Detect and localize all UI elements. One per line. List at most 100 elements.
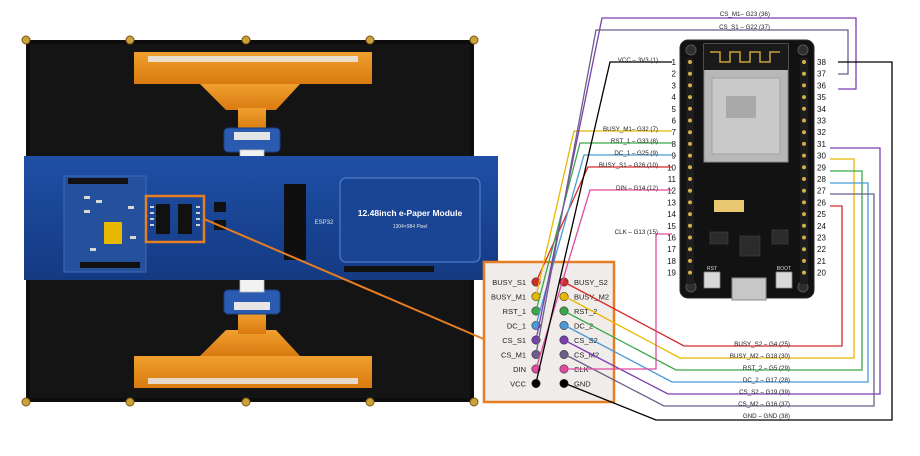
wire [563, 193, 875, 407]
rst-button [703, 271, 721, 289]
esp32-pin [802, 258, 806, 263]
esp32-pin [802, 270, 806, 275]
esp32-pin-headers [688, 60, 806, 275]
esp32-pin [688, 235, 692, 240]
esp32-pin [802, 95, 806, 100]
esp32-pin [802, 188, 806, 193]
connector-pin-label: BUSY_S2 [574, 278, 608, 287]
esp32-pin [688, 165, 692, 170]
esp32-pin [802, 247, 806, 252]
esp32-pin [688, 118, 692, 123]
wire [535, 142, 672, 312]
wire-label: DC_2 – G17 (28) [743, 377, 790, 384]
zoom-pointer-line [203, 218, 487, 341]
wire-label: RST_1 – G33 (8) [611, 138, 658, 145]
wire [535, 17, 857, 341]
esp32-pin-number: 17 [667, 245, 676, 254]
connector-pin-dot [531, 378, 541, 388]
esp32-pin-number: 29 [817, 163, 826, 172]
standoff-screws [21, 35, 479, 407]
esp32-pin-number: 10 [667, 163, 676, 172]
esp32-pin [802, 71, 806, 76]
connector-pin-label: RST_1 [503, 307, 526, 316]
wire-label: BUSY_M1– G32 (7) [603, 126, 658, 133]
esp32-pin-number: 5 [672, 105, 677, 114]
esp32-pin-number: 18 [667, 257, 676, 266]
esp32-pin-number: 31 [817, 140, 826, 149]
esp32-pin-number: 14 [667, 210, 676, 219]
boot-button [775, 271, 793, 289]
esp32-pin [688, 83, 692, 88]
wire-label: BUSY_S2 – G4 (25) [734, 341, 790, 348]
esp32-pin [802, 212, 806, 217]
esp32-pin [688, 60, 692, 64]
wire-label: CS_M2 – G16 (37) [738, 401, 790, 408]
esp32-pin [688, 106, 692, 111]
esp32-pin [802, 106, 806, 111]
wire [535, 130, 672, 297]
esp32-pin [688, 223, 692, 228]
esp32-pin [688, 71, 692, 76]
esp32-pin [802, 223, 806, 228]
esp32-pin-number: 24 [817, 222, 826, 231]
esp32-pin-number: 21 [817, 257, 826, 266]
esp32-pin [688, 247, 692, 252]
module-title: 12.48inch e-Paper Module [358, 208, 463, 218]
wire-label: CS_S1 – G22 (37) [719, 24, 770, 31]
bottom-fpc-ribbon [134, 312, 372, 388]
wire [535, 189, 672, 370]
wire [535, 29, 849, 355]
connector-pin-label: BUSY_S1 [492, 278, 526, 287]
esp32-pin-number: 11 [668, 175, 677, 184]
wire [563, 147, 881, 395]
wire-label: CS_M1– G23 (36) [720, 11, 770, 18]
connector-pin-label: CS_M1 [501, 351, 526, 360]
wire-label: VCC – 3V3 (1) [618, 57, 658, 64]
connector-pin-label: VCC [510, 380, 526, 389]
wire [535, 61, 672, 384]
esp32-pin-number: 16 [667, 234, 676, 243]
esp32-pin [802, 200, 806, 205]
esp32-pin [688, 130, 692, 135]
wire-label: CS_S2 – G19 (39) [739, 389, 790, 396]
esp32-pin [688, 95, 692, 100]
esp32-pin-number: 20 [817, 269, 826, 278]
connector-pin-label: RST_2 [574, 307, 597, 316]
connector-pin-label: DC_1 [507, 322, 526, 331]
esp32-pin-number: 28 [817, 175, 826, 184]
esp32-pin-number: 32 [817, 128, 826, 137]
esp32-pin-number: 8 [672, 140, 677, 149]
connector-pin-label: CS_S1 [502, 336, 526, 345]
wire [563, 182, 869, 383]
esp32-pin-number: 34 [817, 105, 826, 114]
top-fpc-ribbon [134, 52, 372, 130]
wire [563, 205, 843, 347]
esp32-pin-number: 13 [667, 198, 676, 207]
esp32-pin-number: 7 [672, 128, 677, 137]
connector-pin-label: GND [574, 380, 591, 389]
esp32-pin [688, 153, 692, 158]
esp32-pin [688, 258, 692, 263]
esp32-pin-number: 1 [672, 58, 677, 67]
esp32-pin-number: 33 [817, 117, 826, 126]
wire-labels-bottom: BUSY_S2 – G4 (25)BUSY_M2 – G18 (30)RST_2… [730, 341, 790, 420]
wire-label: GND – GND (38) [743, 413, 790, 420]
esp32-pin-number: 12 [667, 187, 676, 196]
esp32-pin-number: 37 [817, 70, 826, 79]
wire-label: DC_1 – G25 (9) [614, 150, 658, 157]
esp32-pin-number: 9 [672, 152, 677, 161]
esp32-pin [688, 270, 692, 275]
esp32-pin [802, 165, 806, 170]
connector-pin-label: DC_2 [574, 322, 593, 331]
esp32-pin-number: 35 [817, 93, 826, 102]
esp32-devboard: RST BOOT [679, 39, 815, 301]
wire [563, 158, 855, 359]
wire [564, 233, 672, 370]
esp32-pin [802, 177, 806, 181]
boot-label: BOOT [777, 266, 791, 272]
esp32-pin-number: 4 [672, 93, 677, 102]
esp32-socket [284, 184, 306, 260]
esp32-pin [802, 118, 806, 123]
